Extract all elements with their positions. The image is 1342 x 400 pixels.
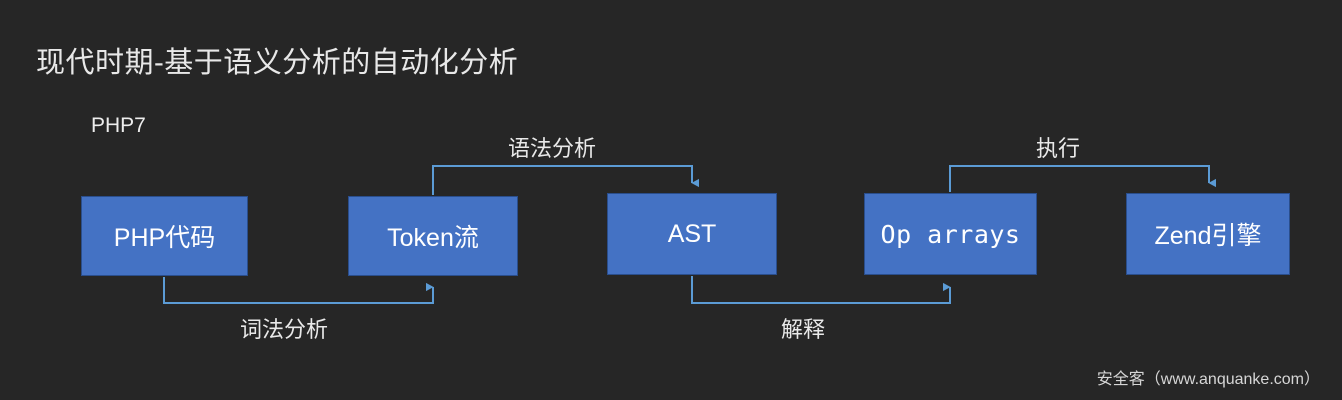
- connector-syntax: [432, 165, 699, 195]
- edge-label-syntax-analysis: 语法分析: [508, 137, 597, 162]
- page-title: 现代时期-基于语义分析的自动化分析: [36, 45, 519, 79]
- node-zend-engine[interactable]: Zend引擎: [1126, 193, 1290, 275]
- node-php-code[interactable]: PHP代码: [81, 196, 248, 276]
- watermark: 安全客（www.anquanke.com）: [1096, 371, 1320, 388]
- node-ast-label: AST: [667, 219, 717, 248]
- connector-interp: [691, 276, 951, 304]
- edge-label-interpret: 解释: [781, 318, 826, 343]
- connector-exec: [949, 165, 1216, 192]
- node-php-code-label: PHP代码: [113, 224, 216, 252]
- node-zend-engine-label: Zend引擎: [1154, 222, 1262, 250]
- edge-label-execute: 执行: [1036, 137, 1081, 162]
- node-ast[interactable]: AST: [607, 193, 777, 275]
- node-token-stream[interactable]: Token流: [348, 196, 518, 276]
- connector-lex: [163, 277, 434, 304]
- node-op-arrays[interactable]: Op arrays: [864, 193, 1037, 275]
- edge-label-lexical-analysis: 词法分析: [240, 318, 329, 343]
- diagram-version-label: PHP7: [91, 114, 146, 137]
- node-token-stream-label: Token流: [387, 224, 479, 252]
- node-op-arrays-label: Op arrays: [880, 219, 1021, 249]
